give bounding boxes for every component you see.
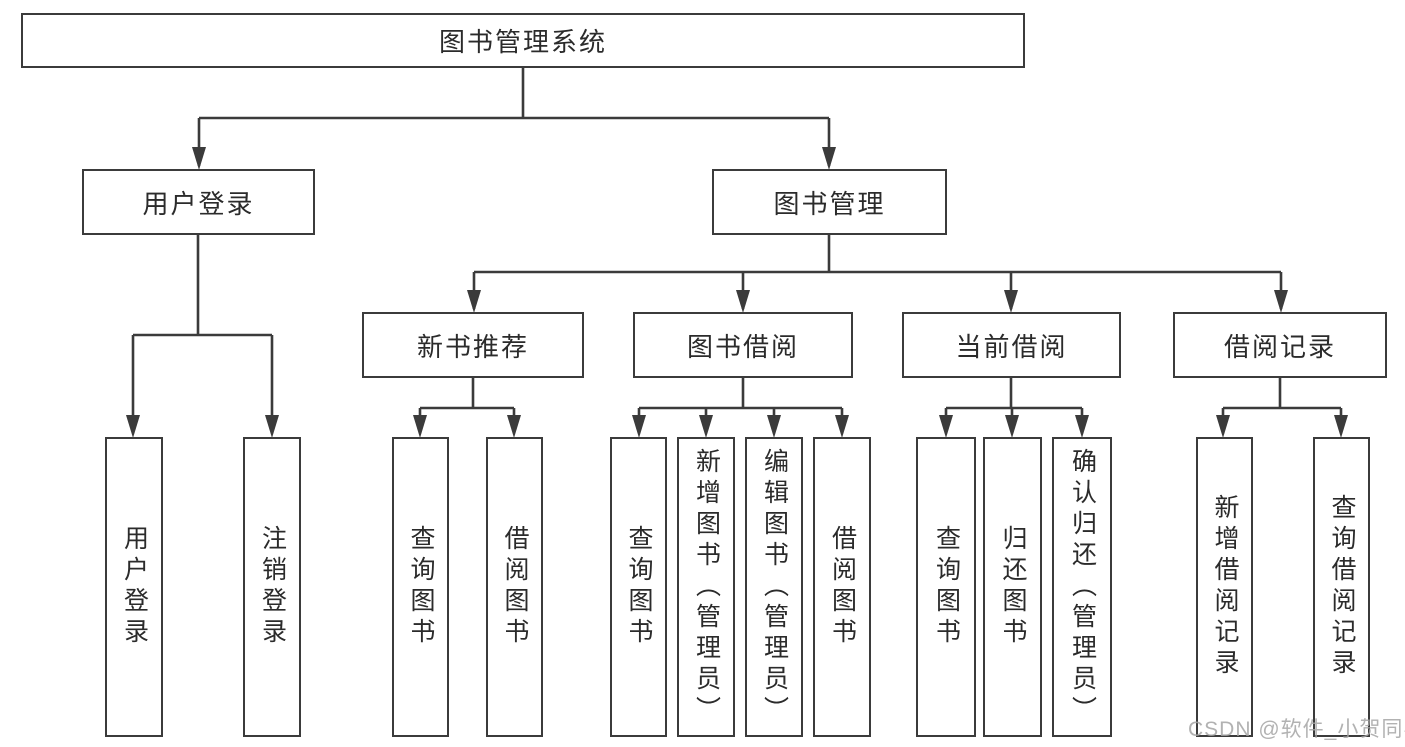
node-current-borrow: 当前借阅: [902, 312, 1121, 378]
leaf-record-add: 新增借阅记录: [1196, 437, 1253, 737]
leaf-newbook-query: 查询图书: [392, 437, 449, 737]
leaf-borrow-add-admin-label: 新增图书（管理员）: [692, 447, 721, 727]
leaf-borrow-borrow-label: 借阅图书: [828, 525, 857, 649]
leaf-borrow-query: 查询图书: [610, 437, 667, 737]
edge-book-borrow-to-children: [632, 378, 849, 438]
edge-new-book-to-children: [413, 378, 521, 438]
leaf-newbook-borrow: 借阅图书: [486, 437, 543, 737]
leaf-record-add-label: 新增借阅记录: [1211, 494, 1239, 680]
leaf-current-return-label: 归还图书: [999, 525, 1027, 649]
watermark-text: CSDN @软件_小贺同学: [1188, 718, 1405, 741]
leaf-user-login: 用户登录: [105, 437, 163, 737]
edge-user-login-to-children: [126, 235, 279, 438]
node-library-management-system: 图书管理系统: [21, 13, 1025, 68]
node-user-login: 用户登录: [82, 169, 315, 235]
leaf-borrow-query-label: 查询图书: [625, 525, 653, 649]
leaf-newbook-borrow-label: 借阅图书: [501, 525, 529, 649]
leaf-borrow-edit-admin-label: 编辑图书（管理员）: [760, 447, 789, 727]
leaf-current-return: 归还图书: [983, 437, 1042, 737]
leaf-user-login-label: 用户登录: [120, 525, 149, 649]
leaf-current-confirm-admin: 确认归还（管理员）: [1052, 437, 1112, 737]
leaf-borrow-borrow: 借阅图书: [813, 437, 871, 737]
node-new-book-recommend: 新书推荐: [362, 312, 584, 378]
leaf-current-query: 查询图书: [916, 437, 976, 737]
edge-book-mgmt-to-children: [467, 235, 1288, 313]
leaf-logout-label: 注销登录: [258, 525, 287, 649]
leaf-logout: 注销登录: [243, 437, 301, 737]
edge-root-to-level2: [192, 68, 836, 170]
leaf-record-query-label: 查询借阅记录: [1328, 494, 1356, 680]
node-borrow-record: 借阅记录: [1173, 312, 1387, 378]
node-book-management: 图书管理: [712, 169, 947, 235]
leaf-newbook-query-label: 查询图书: [407, 525, 435, 649]
leaf-borrow-edit-admin: 编辑图书（管理员）: [745, 437, 803, 737]
leaf-borrow-add-admin: 新增图书（管理员）: [677, 437, 735, 737]
node-book-borrow: 图书借阅: [633, 312, 853, 378]
leaf-current-confirm-admin-label: 确认归还（管理员）: [1068, 447, 1097, 727]
edge-current-borrow-to-children: [939, 378, 1089, 438]
edge-borrow-record-to-children: [1216, 378, 1348, 438]
leaf-record-query: 查询借阅记录: [1313, 437, 1370, 737]
leaf-current-query-label: 查询图书: [932, 525, 961, 649]
